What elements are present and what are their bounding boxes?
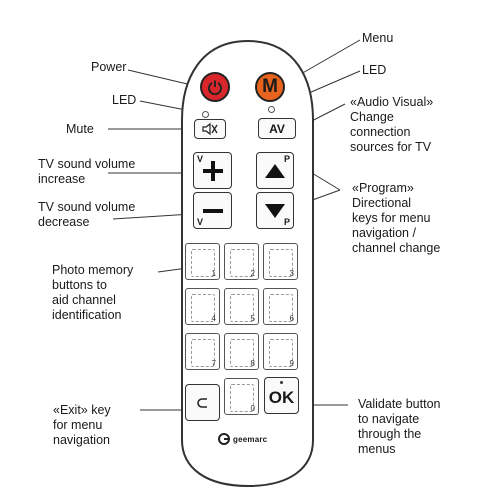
- program-up-letter: P: [283, 154, 290, 164]
- label-av: «Audio Visual» Change connection sources…: [350, 95, 433, 155]
- mute-icon: [202, 122, 218, 136]
- led-left-indicator: [202, 111, 209, 118]
- label-validate-line4: menus: [358, 442, 396, 456]
- label-photo-line4: identification: [52, 308, 122, 322]
- label-program: «Program» Directional keys for menu navi…: [352, 181, 440, 256]
- label-mute: Mute: [66, 122, 94, 136]
- photo-memory-number: 6: [289, 314, 294, 323]
- label-exit-line1: «Exit» key: [53, 403, 111, 417]
- label-volume-up-line2: increase: [38, 172, 86, 186]
- photo-memory-button[interactable]: 7: [185, 333, 220, 370]
- return-icon: [196, 397, 207, 408]
- photo-memory-button[interactable]: 5: [224, 288, 259, 325]
- photo-memory-button[interactable]: 1: [185, 243, 220, 280]
- label-volume-down-line1: TV sound volume: [38, 200, 136, 214]
- label-av-line1: «Audio Visual»: [350, 95, 434, 109]
- arrow-down-icon: [265, 203, 285, 218]
- menu-button-label: M: [262, 76, 278, 97]
- av-button[interactable]: AV: [258, 118, 296, 139]
- plus-icon: [202, 160, 223, 181]
- label-power: Power: [91, 60, 127, 74]
- leader-vol-down: [112, 213, 193, 220]
- photo-memory-button[interactable]: 3: [263, 243, 298, 280]
- photo-memory-number: 5: [250, 314, 255, 323]
- photo-memory-button[interactable]: 9: [263, 333, 298, 370]
- photo-frame-icon: [269, 294, 293, 322]
- label-validate: Validate button to navigate through the …: [358, 397, 440, 457]
- label-program-line1: «Program»: [352, 181, 414, 195]
- label-photo-line3: aid channel: [52, 293, 116, 307]
- label-program-line5: channel change: [352, 241, 441, 255]
- photo-frame-icon: [230, 384, 254, 412]
- led-right-indicator: [268, 106, 275, 113]
- ok-button-label: OK: [268, 387, 295, 407]
- label-av-line2: Change: [350, 110, 394, 124]
- label-volume-up: TV sound volume increase: [38, 157, 135, 187]
- photo-memory-button[interactable]: 8: [224, 333, 259, 370]
- label-validate-line2: to navigate: [358, 412, 420, 426]
- label-exit: «Exit» key for menu navigation: [53, 403, 111, 448]
- label-volume-down: TV sound volume decrease: [38, 200, 135, 230]
- program-down-letter: P: [283, 217, 290, 227]
- label-validate-line1: Validate button: [358, 397, 441, 411]
- label-program-line4: navigation /: [352, 226, 416, 240]
- photo-frame-icon: [269, 339, 293, 367]
- av-button-label: AV: [269, 121, 285, 136]
- label-validate-line3: through the: [358, 427, 422, 441]
- photo-frame-icon: [230, 339, 254, 367]
- label-photo-memory: Photo memory buttons to aid channel iden…: [52, 263, 133, 323]
- photo-memory-button[interactable]: 0: [224, 378, 259, 415]
- label-volume-down-line2: decrease: [38, 215, 90, 229]
- label-av-line3: connection: [350, 125, 411, 139]
- menu-button[interactable]: M: [255, 72, 285, 102]
- minus-icon: [202, 208, 223, 213]
- brand-mark-icon: [218, 433, 230, 445]
- volume-down-letter: V: [197, 217, 204, 227]
- brand-logo: Geemarc: [218, 430, 267, 448]
- label-menu: Menu: [362, 31, 394, 45]
- volume-up-button[interactable]: V: [193, 152, 232, 189]
- photo-memory-number: 3: [289, 269, 294, 278]
- photo-memory-number: 9: [289, 359, 294, 368]
- label-photo-line2: buttons to: [52, 278, 107, 292]
- photo-memory-number: 1: [211, 269, 216, 278]
- label-photo-line1: Photo memory: [52, 263, 134, 277]
- photo-memory-number: 4: [211, 314, 216, 323]
- photo-memory-number: 8: [250, 359, 255, 368]
- photo-frame-icon: [191, 294, 215, 322]
- mute-button[interactable]: [194, 119, 226, 139]
- volume-down-button[interactable]: V: [193, 192, 232, 229]
- label-led-left: LED: [112, 93, 137, 107]
- label-av-line4: sources for TV: [350, 140, 432, 154]
- photo-frame-icon: [230, 249, 254, 277]
- label-exit-line3: navigation: [53, 433, 110, 447]
- power-button[interactable]: [200, 72, 230, 102]
- photo-memory-number: 7: [211, 359, 216, 368]
- volume-up-letter: V: [197, 154, 204, 164]
- photo-memory-number: 0: [250, 404, 255, 413]
- label-program-line3: keys for menu: [352, 211, 431, 225]
- label-volume-up-line1: TV sound volume: [38, 157, 136, 171]
- label-program-line2: Directional: [352, 196, 412, 210]
- exit-button[interactable]: [185, 384, 220, 421]
- brand-name: Geemarc: [233, 434, 268, 444]
- photo-memory-number: 2: [250, 269, 255, 278]
- photo-frame-icon: [230, 294, 254, 322]
- photo-frame-icon: [269, 249, 293, 277]
- power-icon: [208, 80, 222, 95]
- program-down-button[interactable]: P: [256, 192, 294, 229]
- ok-button-dot: [280, 381, 283, 384]
- arrow-up-icon: [265, 163, 285, 178]
- program-up-button[interactable]: P: [256, 152, 294, 189]
- photo-frame-icon: [191, 339, 215, 367]
- photo-memory-button[interactable]: 2: [224, 243, 259, 280]
- photo-memory-button[interactable]: 4: [185, 288, 220, 325]
- label-led-right: LED: [362, 63, 387, 77]
- label-exit-line2: for menu: [53, 418, 103, 432]
- photo-frame-icon: [191, 249, 215, 277]
- photo-memory-button[interactable]: 6: [263, 288, 298, 325]
- ok-button[interactable]: OK: [264, 377, 299, 414]
